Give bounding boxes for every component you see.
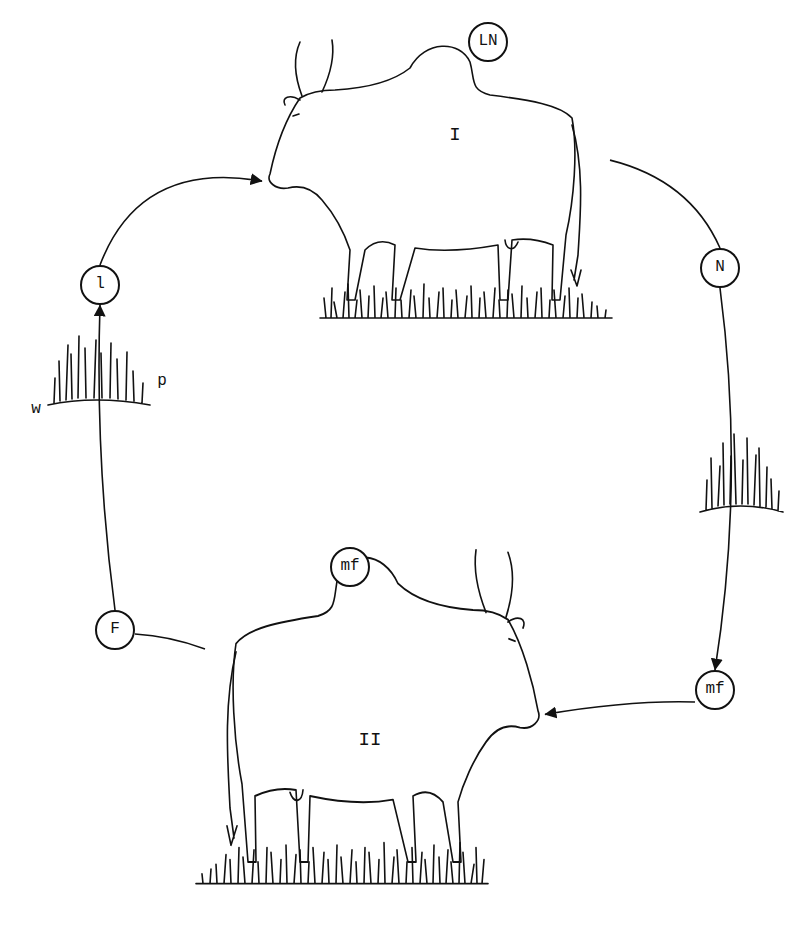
stage-label: LN — [478, 33, 497, 51]
grass-patch — [700, 434, 783, 512]
stage-number: I — [449, 125, 460, 146]
cycle-arrow — [100, 178, 262, 265]
callout-circle: mf — [330, 547, 370, 587]
part-label: p — [157, 373, 167, 391]
cycle-arrow — [715, 288, 731, 670]
host-animal: I LN — [262, 20, 610, 320]
callout-circle: l — [80, 265, 120, 305]
cow-drawing — [269, 40, 612, 318]
stage-label: N — [715, 259, 725, 277]
cycle-arrow — [545, 702, 695, 715]
cycle-arrow — [610, 160, 720, 248]
callout-circle: F — [95, 610, 135, 650]
cycle-arrow — [135, 634, 205, 649]
part-label: w — [31, 401, 41, 419]
callout-circle: mf — [695, 670, 735, 710]
stage-label: mf — [705, 681, 724, 699]
cow-drawing — [196, 550, 539, 884]
callout-circle: N — [700, 248, 740, 288]
callout-circle: LN — [468, 22, 508, 62]
stage-number: II — [359, 730, 382, 751]
host-animal: II mf — [205, 545, 545, 930]
stage-label: mf — [340, 558, 359, 576]
cycle-arrow — [99, 305, 115, 610]
stage-label: F — [110, 621, 120, 639]
stage-label: l — [95, 276, 105, 294]
